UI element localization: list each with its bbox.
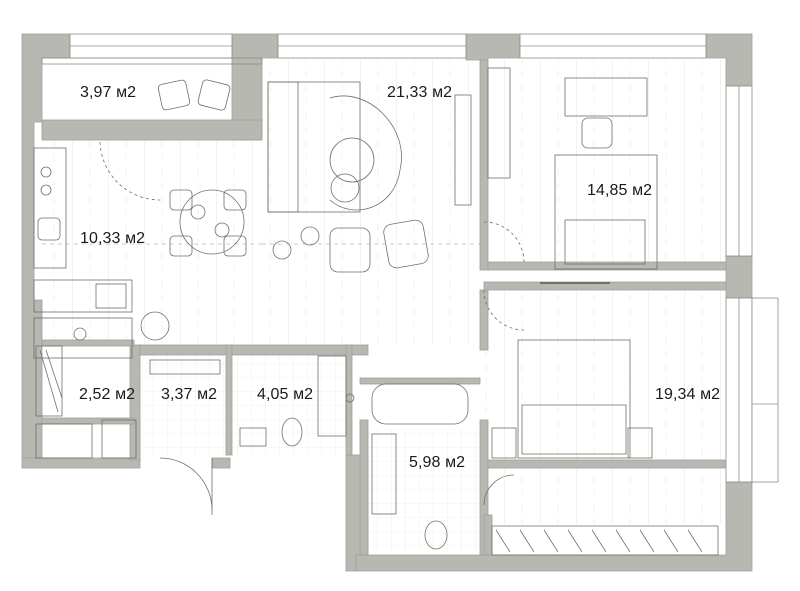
cabinet: [35, 423, 93, 459]
area-label-hall: 3,37 м2: [161, 386, 218, 403]
outer-wall-right-seg: [725, 255, 753, 299]
closet: [491, 525, 719, 556]
windows: [41, 33, 779, 483]
kitchen-cabinet: [33, 279, 133, 313]
outer-wall-bottom-left: [21, 457, 141, 469]
fridge: [33, 317, 133, 359]
window: [41, 57, 263, 65]
shelves: [35, 345, 63, 417]
nightstand: [627, 427, 653, 459]
desk: [564, 77, 648, 117]
desk-chair: [581, 117, 613, 149]
door-swing: [483, 474, 515, 506]
dining-table: [179, 189, 245, 255]
shower: [317, 355, 347, 437]
stool-icon: [140, 311, 170, 341]
armchair: [329, 227, 371, 273]
armchair: [383, 219, 429, 269]
rug: [329, 95, 402, 211]
toilet-icon: [424, 520, 448, 550]
kitchen-counter: [33, 147, 67, 269]
loggia: [751, 297, 779, 483]
toilet-icon: [281, 417, 303, 447]
door-swing: [99, 141, 161, 201]
chair-icon: [169, 189, 193, 211]
sink-icon: [37, 217, 61, 241]
tv-stand: [454, 94, 472, 206]
bed: [554, 154, 658, 270]
bed: [517, 339, 631, 459]
door-swing: [483, 289, 525, 331]
outer-wall-top-right: [465, 33, 521, 61]
area-label-bedroom-bottom: 19,34 м2: [655, 386, 721, 403]
inner-wall-n: [483, 514, 493, 556]
chair-icon: [223, 189, 247, 211]
chair-icon: [169, 235, 193, 257]
area-label-wc: 4,05 м2: [257, 386, 314, 403]
stove-icon: [40, 166, 52, 178]
entrance-door: [159, 457, 213, 511]
inner-wall-j: [359, 419, 369, 556]
inner-wall-wetcore: [139, 344, 369, 356]
inner-wall-i: [359, 377, 481, 385]
inner-wall-f: [129, 344, 141, 461]
area-label-living: 21,33 м2: [387, 84, 453, 101]
door-swing: [483, 221, 525, 263]
sink-icon: [239, 427, 267, 447]
nightstand: [491, 427, 517, 459]
floors: [42, 58, 724, 552]
bench: [149, 359, 221, 375]
outer-wall-bottom-hall: [211, 457, 231, 469]
area-label-storage: 2,52 м2: [79, 386, 136, 403]
vanity: [371, 433, 397, 515]
inner-wall-bedroom-d: [479, 289, 489, 351]
chair-icon: [223, 235, 247, 257]
inner-wall-balcony: [41, 119, 263, 141]
wardrobe: [487, 67, 511, 179]
chair-icon: [157, 79, 191, 111]
cabinet: [101, 419, 137, 459]
inner-wall-bedroom-b: [487, 261, 727, 271]
bicycle-icon: [272, 240, 292, 260]
inner-wall-m: [487, 459, 727, 469]
area-label-bathroom: 5,98 м2: [409, 454, 466, 471]
area-label-bedroom-top: 14,85 м2: [587, 182, 653, 199]
inner-wall-l: [41, 417, 135, 425]
inner-wall-k: [41, 339, 135, 347]
bathtub: [371, 383, 469, 425]
inner-wall-g: [225, 344, 233, 456]
chair-icon: [197, 79, 231, 111]
area-label-kitchen: 10,33 м2: [80, 230, 146, 247]
cooktop-icon: [73, 327, 87, 341]
inner-wall-bedroom-a: [479, 59, 489, 271]
area-label-balcony: 3,97 м2: [80, 84, 137, 101]
coffee-table: [329, 137, 375, 183]
furniture: [33, 67, 719, 556]
oven-icon: [95, 283, 127, 309]
